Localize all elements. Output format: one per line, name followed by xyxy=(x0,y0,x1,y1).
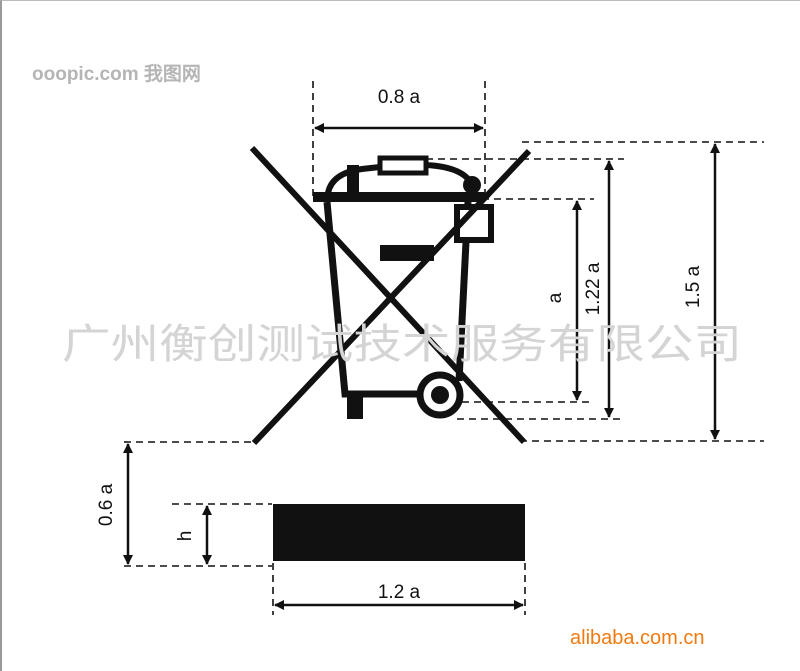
underline-bar xyxy=(273,504,525,561)
extension-lines xyxy=(124,81,764,615)
label-0-6a: 0.6 a xyxy=(96,483,117,526)
label-h: h xyxy=(175,531,196,542)
alibaba-watermark: alibaba.com.cn xyxy=(570,627,705,649)
label-1-5a: 1.5 a xyxy=(683,265,704,308)
label-0-8a: 0.8 a xyxy=(378,87,421,108)
label-1-2a: 1.2 a xyxy=(378,582,421,603)
crossed-out-wheelie-bin xyxy=(249,145,532,446)
ooopic-watermark: ooopic.com 我图网 xyxy=(32,63,201,85)
label-1-22a: 1.22 a xyxy=(583,262,604,315)
label-a: a xyxy=(545,292,566,303)
company-watermark: 广州衡创测试技术服务有限公司 xyxy=(62,320,742,368)
